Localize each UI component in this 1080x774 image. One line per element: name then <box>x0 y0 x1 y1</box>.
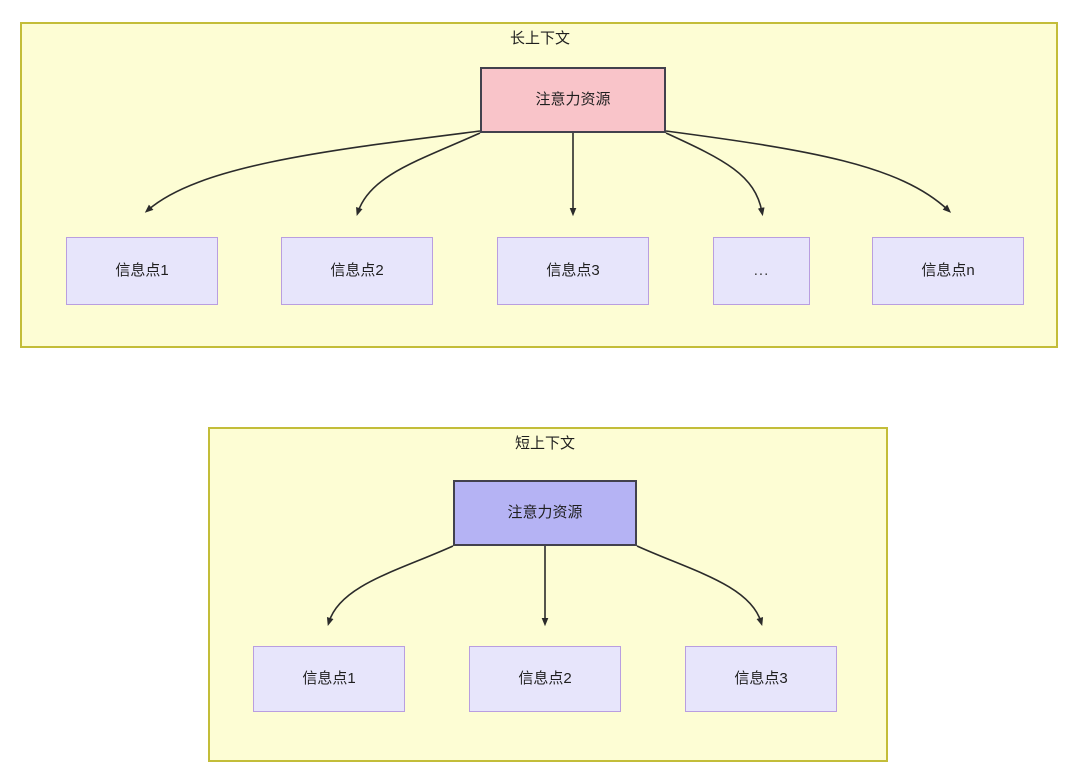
node-info-point-3-short[interactable]: 信息点3 <box>685 646 837 712</box>
node-info-point-ellipsis-long[interactable]: ... <box>713 237 810 305</box>
node-info-point-1-short[interactable]: 信息点1 <box>253 646 405 712</box>
node-info-point-2-short[interactable]: 信息点2 <box>469 646 621 712</box>
node-info-point-n-long[interactable]: 信息点n <box>872 237 1024 305</box>
node-attention-resource-short[interactable]: 注意力资源 <box>453 480 637 546</box>
node-attention-resource-long[interactable]: 注意力资源 <box>480 67 666 133</box>
panel-long-context-title: 长上下文 <box>509 30 570 47</box>
node-info-point-2-long[interactable]: 信息点2 <box>281 237 433 305</box>
node-info-point-1-long[interactable]: 信息点1 <box>66 237 218 305</box>
node-info-point-3-long[interactable]: 信息点3 <box>497 237 649 305</box>
panel-short-context-title: 短上下文 <box>514 435 575 452</box>
